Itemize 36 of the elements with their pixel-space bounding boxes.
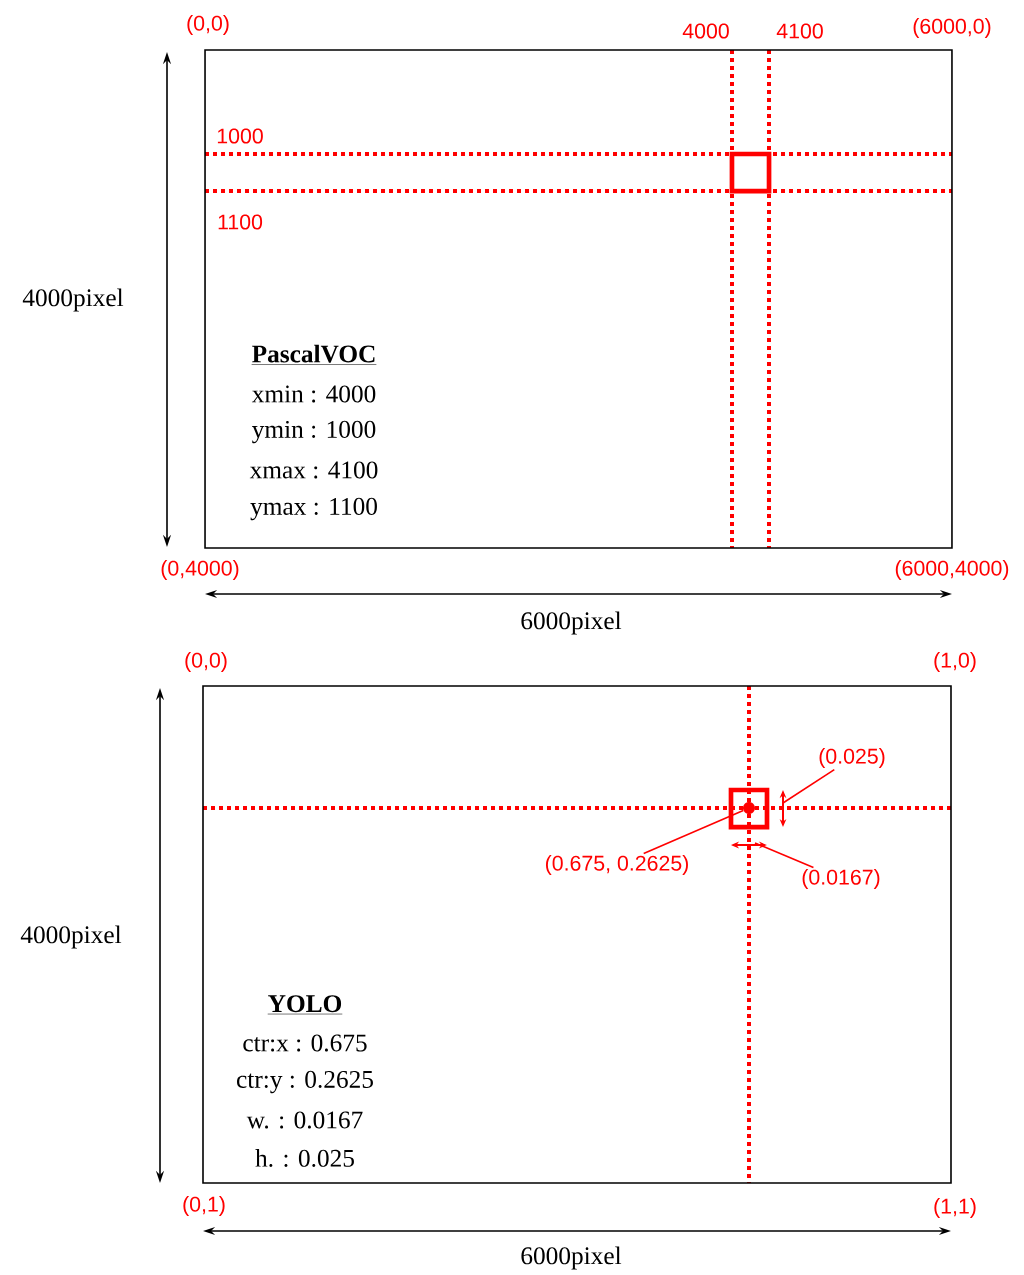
coordinate-text: ctr:x : 0.675: [243, 1034, 367, 1052]
coordinate-label: 1100: [218, 214, 263, 230]
coordinate-text: ymin : 1000: [252, 420, 376, 444]
leader-line: [754, 842, 815, 869]
coordinate-label: (1,1): [934, 1198, 976, 1218]
coordinate-label: (0,4000): [161, 560, 239, 580]
coordinate-text: w. : 0.0167: [246, 1111, 363, 1129]
coordinate-label: (6000,0): [913, 18, 991, 38]
coordinate-text: xmin : 4000: [251, 385, 376, 403]
bounding-box: [729, 151, 772, 194]
box-heading: PascalVOC: [251, 344, 377, 365]
value-label: (0.025): [819, 748, 885, 768]
coordinate-label: (0,1): [183, 1196, 225, 1216]
image-frame: [204, 49, 953, 549]
dimension-label: 4000pixel: [20, 925, 122, 949]
coordinate-label: 4100: [776, 23, 823, 39]
coordinate-label: (0,0): [185, 652, 227, 672]
coordinate-label: 4000: [682, 23, 729, 39]
coordinate-label: 1000: [217, 128, 263, 144]
bounding-box: [728, 787, 770, 830]
coordinate-label: (1,0): [934, 652, 976, 672]
leader-line: [642, 809, 745, 855]
dimension-label: 4000pixel: [22, 288, 124, 312]
dimension-label: 6000pixel: [521, 1246, 622, 1270]
coordinate-text: ctr:y : 0.2625: [237, 1070, 373, 1094]
value-label: (0.675, 0.2625): [545, 855, 688, 875]
dimension-label: 6000pixel: [521, 611, 622, 635]
coordinate-label: (6000,4000): [895, 560, 1009, 580]
coordinate-text: h. : 0.025: [255, 1149, 354, 1167]
coordinate-text: xmax : 4100: [249, 461, 378, 479]
box-heading: YOLO: [267, 995, 343, 1015]
coordinate-label: (0,0): [187, 15, 229, 35]
coordinate-text: ymax : 1100: [250, 497, 377, 521]
leader-line: [782, 768, 836, 804]
image-frame: [202, 685, 952, 1184]
value-label: (0.0167): [802, 869, 880, 889]
